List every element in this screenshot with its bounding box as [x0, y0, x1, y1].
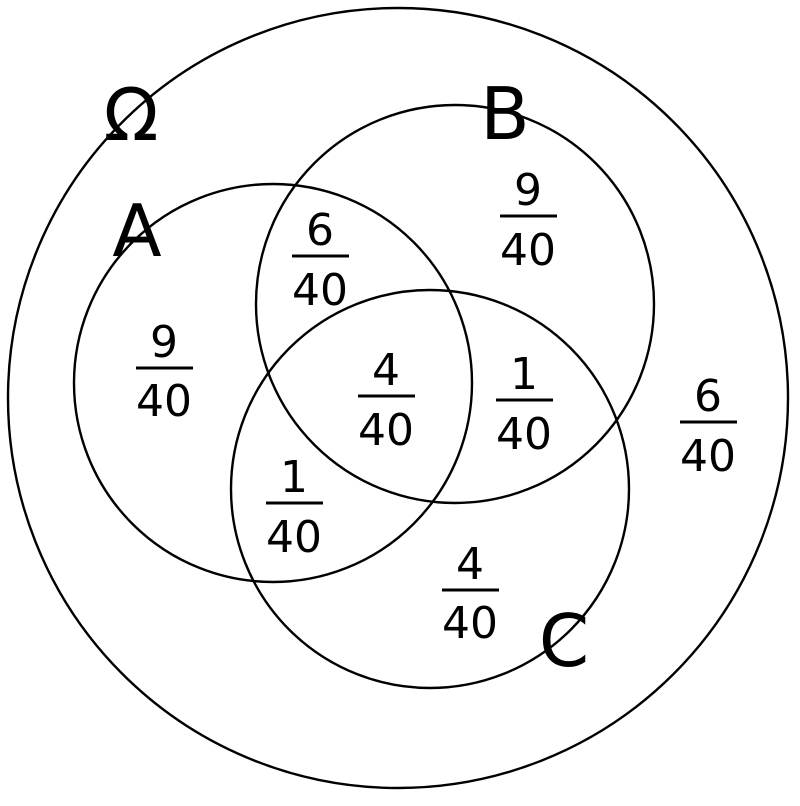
fraction-denominator: 40 — [500, 225, 556, 276]
fraction-denominator: 40 — [292, 265, 348, 316]
region-a-b: 6 40 — [292, 205, 349, 316]
region-c-only: 4 40 — [442, 539, 499, 649]
region-b-c: 1 40 — [496, 349, 553, 460]
fraction-denominator: 40 — [266, 512, 322, 563]
set-b-label: B — [480, 72, 529, 156]
set-a-circle — [72, 182, 474, 584]
fraction-numerator: 1 — [510, 349, 538, 400]
region-a-only: 9 40 — [136, 317, 193, 427]
fraction-numerator: 6 — [694, 371, 722, 422]
fraction-denominator: 40 — [442, 598, 498, 649]
universe-label: Ω — [103, 73, 158, 157]
region-a-c: 1 40 — [266, 452, 323, 563]
fraction-numerator: 1 — [280, 452, 308, 503]
universe-circle — [6, 6, 790, 790]
region-outside: 6 40 — [680, 371, 737, 482]
set-c-circle — [229, 288, 631, 690]
set-c-label: C — [539, 599, 589, 683]
set-a-label: A — [112, 189, 161, 273]
fraction-denominator: 40 — [680, 431, 736, 482]
region-b-only: 9 40 — [500, 165, 557, 276]
fraction-numerator: 4 — [372, 345, 400, 396]
fraction-numerator: 4 — [456, 539, 484, 590]
fraction-denominator: 40 — [136, 376, 192, 427]
fraction-numerator: 6 — [306, 205, 334, 256]
region-a-b-c: 4 40 — [358, 345, 415, 456]
fraction-denominator: 40 — [358, 405, 414, 456]
set-b-circle — [254, 103, 656, 505]
fraction-numerator: 9 — [514, 165, 542, 216]
fraction-denominator: 40 — [496, 409, 552, 460]
fraction-numerator: 9 — [150, 317, 178, 368]
